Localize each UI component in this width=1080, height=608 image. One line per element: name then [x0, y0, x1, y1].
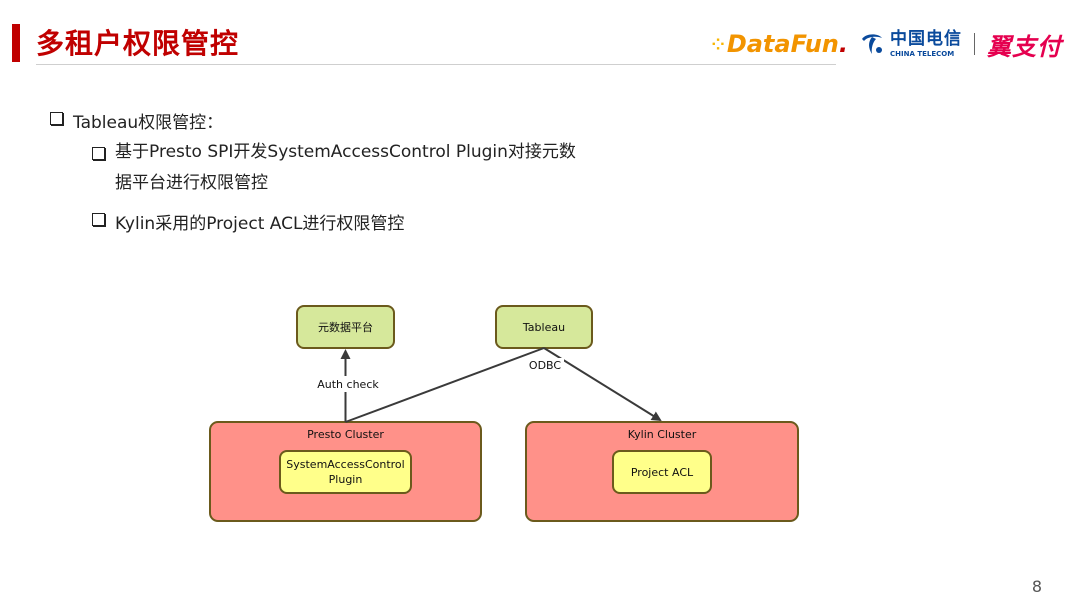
plugin-label-line2: Plugin	[329, 473, 363, 486]
datafun-logo: ⁘ DataFun.	[711, 30, 848, 58]
presto-cluster-label: Presto Cluster	[307, 428, 384, 441]
bestpay-logo: 翼支付	[987, 32, 1062, 61]
datafun-dots-icon: ⁘	[711, 34, 725, 54]
china-telecom-mark-icon	[862, 34, 882, 54]
telecom-en-name: CHINA TELECOM	[890, 49, 955, 58]
header-logos: ⁘ DataFun. 中国电信 CHINA TELECOM 翼支付	[711, 26, 1062, 62]
auth-check-label: Auth check	[317, 378, 379, 391]
checkbox-bullet-icon	[92, 213, 105, 226]
bullet-text: Tableau权限管控：	[73, 113, 224, 133]
telecom-cn-name: 中国电信	[890, 28, 962, 49]
china-telecom-logo: 中国电信 CHINA TELECOM	[858, 30, 962, 58]
sub-bullet-text: 基于Presto SPI开发SystemAccessControl Plugin…	[115, 137, 595, 199]
sub-bullet-line: 基于Presto SPI开发SystemAccessControl Plugin…	[115, 142, 576, 162]
page-number: 8	[1031, 577, 1042, 596]
metadata-platform-box	[296, 305, 395, 349]
sub-bullet-text: Kylin采用的Project ACL进行权限管控	[115, 214, 405, 234]
metadata-platform-label: 元数据平台	[318, 320, 373, 334]
sub-bullet-line: 据平台进行权限管控	[115, 173, 268, 193]
slide-title: 多租户权限管控	[36, 27, 240, 60]
odbc-label: ODBC	[529, 359, 561, 372]
title-accent-bar	[12, 24, 20, 62]
bullet-item: Tableau权限管控：	[50, 108, 595, 133]
sub-bullet-item: Kylin采用的Project ACL进行权限管控	[92, 209, 595, 234]
checkbox-bullet-icon	[50, 112, 63, 125]
tableau-label: Tableau	[522, 321, 565, 334]
checkbox-bullet-icon	[92, 147, 105, 160]
logo-separator	[974, 33, 975, 55]
plugin-label-line1: SystemAccessControl	[286, 458, 404, 471]
access-control-plugin-box	[279, 450, 412, 494]
sub-bullet-item: 基于Presto SPI开发SystemAccessControl Plugin…	[92, 142, 595, 199]
datafun-logo-period: .	[838, 30, 848, 58]
auth-check-label-bg	[316, 376, 378, 392]
kylin-cluster-label: Kylin Cluster	[628, 428, 697, 441]
tableau-to-presto-line	[345, 347, 545, 423]
project-acl-box	[612, 450, 712, 494]
project-acl-label: Project ACL	[631, 466, 694, 479]
datafun-logo-text: DataFun	[726, 30, 839, 58]
bullet-list: Tableau权限管控： 基于Presto SPI开发SystemAccessC…	[50, 108, 595, 244]
title-divider	[36, 64, 836, 65]
odbc-label-bg	[526, 358, 564, 373]
